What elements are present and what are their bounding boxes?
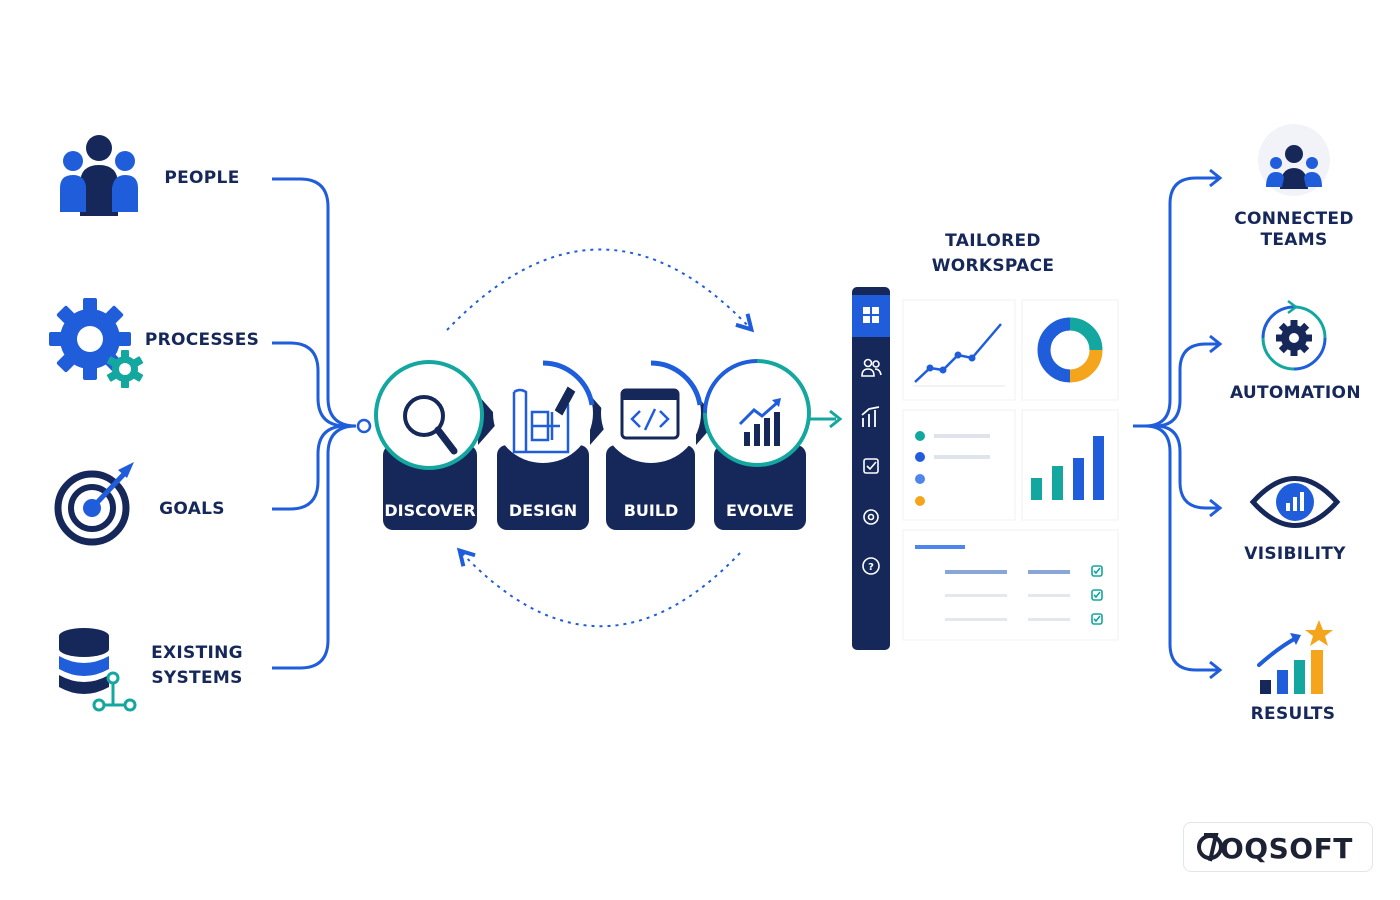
input-label-systems: SYSTEMS [151, 668, 243, 688]
workspace-panels [902, 299, 1119, 641]
output-label-results: RESULTS [1250, 704, 1336, 724]
input-label-goals: GOALS [159, 499, 225, 519]
logo-mark-icon [1197, 833, 1223, 862]
gears-icon [49, 298, 144, 388]
magnifier-icon [403, 395, 458, 455]
input-label-processes: PROCESSES [144, 330, 260, 350]
step-label-build: BUILD [623, 501, 679, 520]
input-connectors [272, 177, 372, 670]
output-label-automation: AUTOMATION [1230, 383, 1361, 403]
output-label-teams: TEAMS [1260, 230, 1328, 250]
line-chart-widget [913, 323, 1005, 387]
input-label-existing-systems: EXISTING SYSTEMS [142, 641, 252, 691]
list-widget [915, 431, 990, 506]
grid-icon [863, 307, 879, 323]
table-widget [915, 545, 1103, 625]
blueprint-icon [512, 386, 576, 454]
brand-logo: OQSOFT [1183, 822, 1373, 872]
output-label-connected: CONNECTED [1234, 209, 1354, 229]
growth-chart-icon [738, 398, 781, 446]
users-icon [861, 358, 882, 377]
bar-widget [1031, 436, 1104, 500]
step-label-discover: DISCOVER [384, 501, 476, 520]
output-label-visibility: VISIBILITY [1244, 544, 1346, 564]
workspace-title: TAILORED WORKSPACE [918, 229, 1068, 279]
automation-icon [1261, 300, 1327, 371]
step-cards [383, 395, 806, 530]
step-label-evolve: EVOLVE [726, 501, 794, 520]
code-window-icon [620, 388, 680, 440]
svg-text:?: ? [868, 562, 874, 573]
chart-icon [861, 406, 880, 427]
input-label-existing: EXISTING [151, 643, 243, 663]
output-label-connected-teams: CONNECTED TEAMS [1234, 209, 1354, 251]
logo-text: OQSOFT [1220, 832, 1353, 865]
checkbox-icon [863, 458, 879, 474]
workspace-title-line1: TAILORED [945, 231, 1041, 251]
help-icon: ? [862, 557, 880, 575]
people-icon [60, 135, 138, 216]
results-icon [1257, 620, 1333, 694]
donut-widget [1037, 317, 1103, 383]
target-icon [54, 462, 134, 546]
database-icon [59, 628, 137, 712]
settings-icon [863, 509, 879, 525]
team-icon [1258, 124, 1330, 196]
workspace-arrow [810, 409, 843, 429]
cycle-arrows [446, 248, 750, 628]
step-label-design: DESIGN [508, 501, 578, 520]
output-connectors [1133, 168, 1223, 680]
eye-icon [1249, 476, 1341, 528]
workspace-title-line2: WORKSPACE [931, 256, 1055, 276]
input-label-people: PEOPLE [164, 168, 240, 188]
